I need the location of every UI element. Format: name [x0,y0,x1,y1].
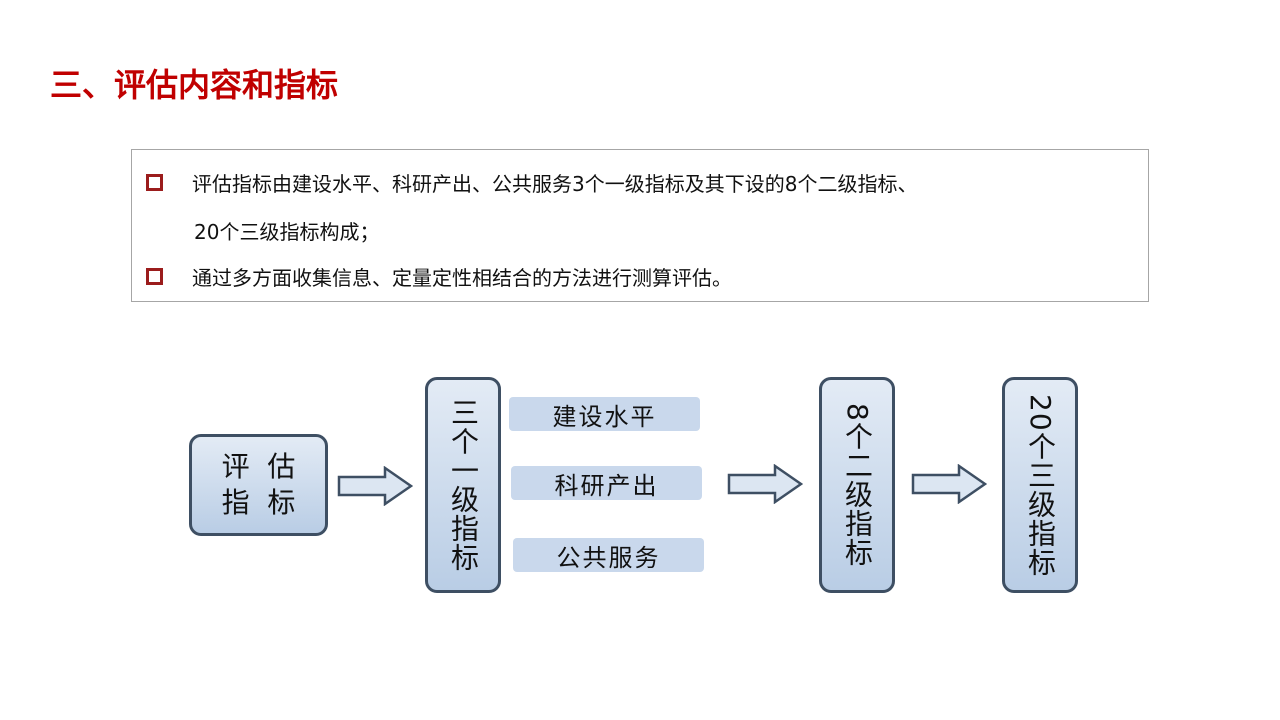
square-bullet-icon [146,174,163,191]
level3-index-box: 20个三级指标 [1002,377,1078,593]
page-title: 三、评估内容和指标 [50,66,339,104]
bullet-text: 通过多方面收集信息、定量定性相结合的方法进行测算评估。 [192,266,732,290]
level1-item: 建设水平 [509,397,700,431]
bullet-text: 评估指标由建设水平、科研产出、公共服务3个一级指标及其下设的8个二级指标、 [192,172,918,196]
bullet-text-continued: 20个三级指标构成； [194,220,380,244]
root-label: 指 标 [221,486,296,519]
summary-box: 评估指标由建设水平、科研产出、公共服务3个一级指标及其下设的8个二级指标、 20… [131,149,1149,302]
root-label: 评 估 [221,450,296,483]
level1-item: 科研产出 [511,466,702,500]
arrow-right-icon [727,464,803,504]
level1-index-box: 三个一级指标 [425,377,501,593]
square-bullet-icon [146,268,163,285]
level2-index-box: 8个二级指标 [819,377,895,593]
level1-item: 公共服务 [513,538,704,572]
evaluation-index-box: 评 估 指 标 [189,434,328,536]
arrow-right-icon [337,466,413,506]
arrow-right-icon [911,464,987,504]
